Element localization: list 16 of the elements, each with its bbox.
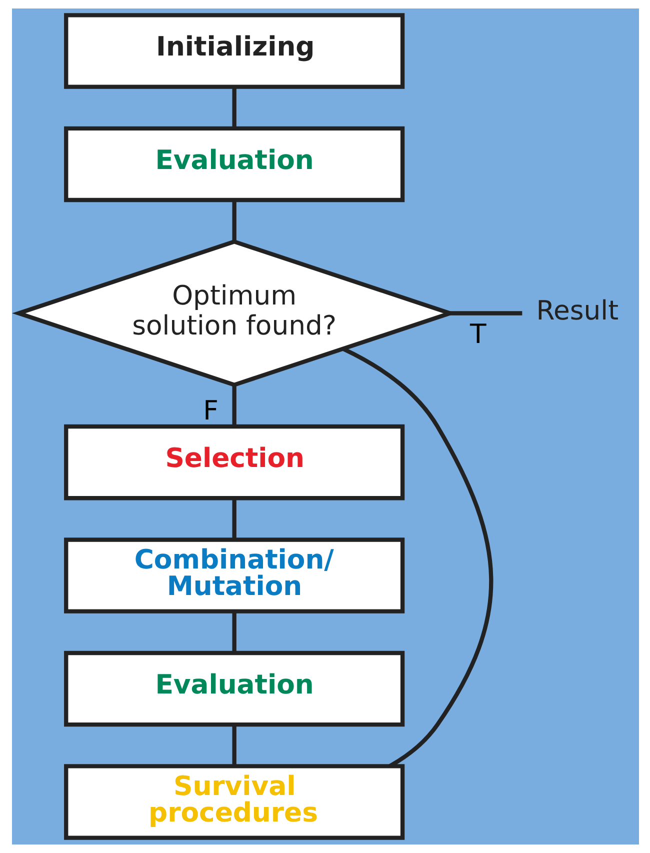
edge-label: T bbox=[470, 319, 486, 350]
connector bbox=[232, 498, 236, 540]
node-box: Evaluation bbox=[64, 126, 404, 202]
edge-label: F bbox=[202, 396, 218, 427]
connector bbox=[450, 311, 522, 316]
connector bbox=[232, 611, 236, 653]
connector bbox=[232, 200, 236, 242]
node-box: Combination/ Mutation bbox=[64, 538, 404, 614]
connector bbox=[232, 385, 236, 426]
node-box: Selection bbox=[64, 424, 404, 500]
connector bbox=[232, 86, 236, 128]
node-box: Evaluation bbox=[64, 650, 404, 727]
node-box: Initializing bbox=[64, 13, 404, 89]
node-text: Result bbox=[536, 296, 618, 327]
connector bbox=[232, 724, 236, 766]
node-box: Survival procedures bbox=[64, 764, 404, 840]
